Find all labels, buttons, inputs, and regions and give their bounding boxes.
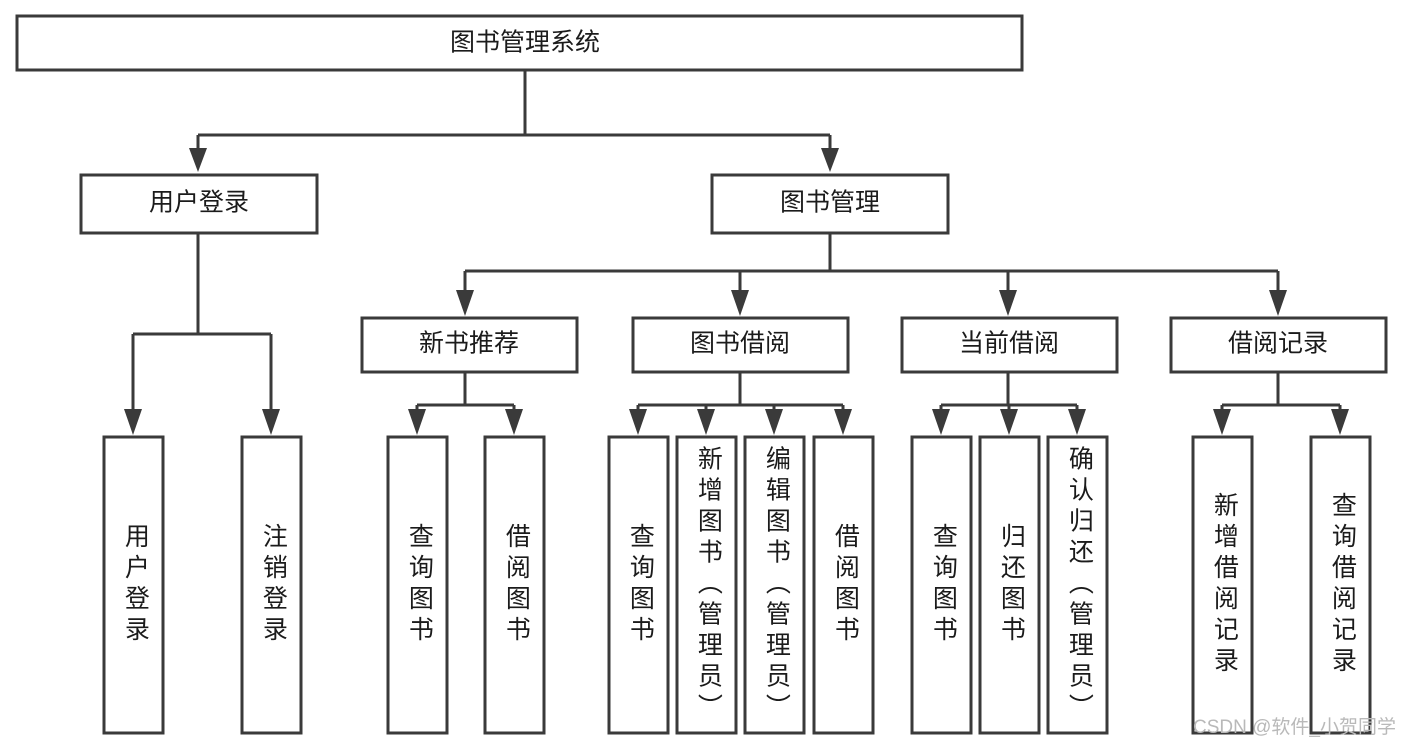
arrow-head-bb-1 bbox=[697, 409, 715, 435]
arrow-head-cb-2 bbox=[1068, 409, 1086, 435]
leaf-current-borrow-0-label: 查询图书 bbox=[929, 523, 958, 647]
leaf-user-login-1-box[interactable] bbox=[240, 435, 303, 735]
leaf-borrow-record-1-label: 查询借阅记录 bbox=[1328, 492, 1357, 678]
leaf-user-login-0-label: 用户登录 bbox=[121, 523, 150, 647]
leaf-book-borrow-1-box[interactable] bbox=[675, 435, 738, 735]
node-current-borrow-box[interactable] bbox=[900, 316, 1119, 374]
leaf-current-borrow-2[interactable]: 确认归还（管理员） bbox=[1046, 435, 1109, 735]
node-borrow-record-label: 借阅记录 bbox=[1228, 330, 1328, 358]
leaf-user-login-1-label: 注销登录 bbox=[259, 523, 288, 647]
connector-book-manage-to-level3 bbox=[456, 233, 1287, 316]
leaf-current-borrow-2-box[interactable] bbox=[1046, 435, 1109, 735]
leaf-current-borrow-1-label: 归还图书 bbox=[997, 523, 1026, 647]
leaf-new-book-1-label: 借阅图书 bbox=[502, 523, 531, 647]
connector-root-to-level2 bbox=[189, 70, 839, 172]
arrow-head-bb-3 bbox=[834, 409, 852, 435]
leaf-book-borrow-2-label: 编辑图书（管理员） bbox=[762, 446, 791, 725]
leaf-book-borrow-1-label: 新增图书（管理员） bbox=[694, 446, 723, 725]
leaf-borrow-record-0[interactable]: 新增借阅记录 bbox=[1191, 435, 1254, 735]
node-book-borrow[interactable]: 图书借阅 bbox=[631, 316, 850, 374]
leaf-current-borrow-1-box[interactable] bbox=[978, 435, 1041, 735]
arrow-head-ul-1 bbox=[262, 409, 280, 435]
connector-current-borrow-to-leaves bbox=[932, 372, 1086, 435]
node-user-login-label: 用户登录 bbox=[149, 189, 249, 217]
leaf-user-login-1[interactable]: 注销登录 bbox=[240, 435, 303, 735]
node-borrow-record[interactable]: 借阅记录 bbox=[1169, 316, 1388, 374]
arrow-head-l3-2 bbox=[999, 290, 1017, 316]
arrow-head-cb-1 bbox=[1000, 409, 1018, 435]
node-root-box[interactable] bbox=[15, 14, 1024, 72]
leaf-borrow-record-0-label: 新增借阅记录 bbox=[1210, 492, 1239, 678]
leaf-book-borrow-1[interactable]: 新增图书（管理员） bbox=[675, 435, 738, 735]
arrow-head-l3-1 bbox=[731, 290, 749, 316]
leaf-new-book-0-box[interactable] bbox=[386, 435, 449, 735]
leaf-borrow-record-0-box[interactable] bbox=[1191, 435, 1254, 735]
leaf-current-borrow-1[interactable]: 归还图书 bbox=[978, 435, 1041, 735]
connector-book-borrow-to-leaves bbox=[629, 372, 852, 435]
node-user-login[interactable]: 用户登录 bbox=[79, 173, 319, 235]
arrow-head-nb-1 bbox=[505, 409, 523, 435]
leaf-current-borrow-0[interactable]: 查询图书 bbox=[910, 435, 973, 735]
node-book-manage[interactable]: 图书管理 bbox=[710, 173, 950, 235]
node-new-book-recommend[interactable]: 新书推荐 bbox=[360, 316, 579, 374]
leaf-book-borrow-3[interactable]: 借阅图书 bbox=[812, 435, 875, 735]
leaf-book-borrow-0[interactable]: 查询图书 bbox=[607, 435, 670, 735]
arrow-head-bb-0 bbox=[629, 409, 647, 435]
leaf-new-book-0-label: 查询图书 bbox=[405, 523, 434, 647]
leaf-new-book-1[interactable]: 借阅图书 bbox=[483, 435, 546, 735]
arrow-head-br-0 bbox=[1213, 409, 1231, 435]
node-current-borrow[interactable]: 当前借阅 bbox=[900, 316, 1119, 374]
leaf-book-borrow-2[interactable]: 编辑图书（管理员） bbox=[743, 435, 806, 735]
connector-new-book-to-leaves bbox=[408, 372, 523, 435]
leaf-book-borrow-2-box[interactable] bbox=[743, 435, 806, 735]
arrow-head-br-1 bbox=[1331, 409, 1349, 435]
watermark: CSDN @软件_小贺同学 bbox=[1193, 716, 1396, 738]
node-new-book-recommend-box[interactable] bbox=[360, 316, 579, 374]
leaf-borrow-record-1[interactable]: 查询借阅记录 bbox=[1309, 435, 1372, 735]
node-book-manage-label: 图书管理 bbox=[780, 189, 880, 217]
leaf-new-book-0[interactable]: 查询图书 bbox=[386, 435, 449, 735]
node-borrow-record-box[interactable] bbox=[1169, 316, 1388, 374]
leaf-current-borrow-2-label: 确认归还（管理员） bbox=[1065, 446, 1094, 725]
connector-borrow-record-to-leaves bbox=[1213, 372, 1349, 435]
leaf-user-login-0[interactable]: 用户登录 bbox=[102, 435, 165, 735]
arrow-head-cb-0 bbox=[932, 409, 950, 435]
node-book-borrow-label: 图书借阅 bbox=[690, 330, 790, 358]
node-book-borrow-box[interactable] bbox=[631, 316, 850, 374]
node-user-login-box[interactable] bbox=[79, 173, 319, 235]
node-new-book-recommend-label: 新书推荐 bbox=[419, 330, 519, 358]
arrow-head-nb-0 bbox=[408, 409, 426, 435]
arrow-head-book-manage bbox=[821, 148, 839, 172]
node-book-manage-box[interactable] bbox=[710, 173, 950, 235]
connector-user-login-to-leaves bbox=[124, 233, 280, 435]
arrow-head-l3-0 bbox=[456, 290, 474, 316]
leaf-book-borrow-3-box[interactable] bbox=[812, 435, 875, 735]
leaf-book-borrow-0-label: 查询图书 bbox=[626, 523, 655, 647]
leaf-current-borrow-0-box[interactable] bbox=[910, 435, 973, 735]
arrow-head-ul-0 bbox=[124, 409, 142, 435]
node-current-borrow-label: 当前借阅 bbox=[959, 330, 1059, 358]
leaf-book-borrow-3-label: 借阅图书 bbox=[831, 523, 860, 647]
leaf-book-borrow-0-box[interactable] bbox=[607, 435, 670, 735]
arrow-head-bb-2 bbox=[765, 409, 783, 435]
node-root[interactable]: 图书管理系统 bbox=[15, 14, 1024, 72]
arrow-head-l3-3 bbox=[1269, 290, 1287, 316]
arrow-head-user-login bbox=[189, 148, 207, 172]
leaf-new-book-1-box[interactable] bbox=[483, 435, 546, 735]
leaf-user-login-0-box[interactable] bbox=[102, 435, 165, 735]
leaf-borrow-record-1-box[interactable] bbox=[1309, 435, 1372, 735]
node-root-label: 图书管理系统 bbox=[450, 29, 600, 57]
